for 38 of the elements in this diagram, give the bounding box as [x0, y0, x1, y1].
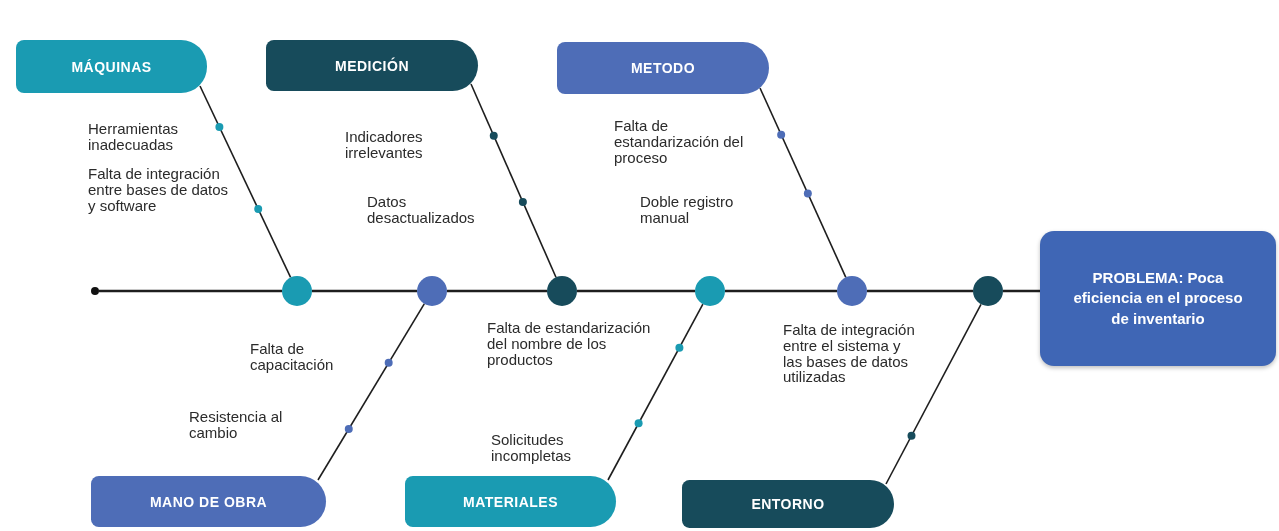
spine-line — [99, 289, 282, 293]
cause-text: Doble registro manual — [640, 194, 735, 226]
cause-text: Falta de estandarización del nombre de los productos — [487, 320, 652, 368]
category-band: MATERIALES — [405, 476, 616, 527]
bone-line — [607, 303, 704, 481]
bone-line — [885, 303, 982, 485]
spine-line — [447, 289, 547, 293]
cause-text: Falta de integración entre bases de datos y software — [88, 166, 230, 214]
category-band: MÁQUINAS — [16, 40, 207, 93]
junction-circle — [547, 276, 577, 306]
junction-circle — [837, 276, 867, 306]
spine-line — [577, 289, 695, 293]
junction-circle — [695, 276, 725, 306]
bone-line — [199, 85, 292, 279]
junction-circle — [973, 276, 1003, 306]
spine-end-dot — [91, 287, 99, 295]
spine-line — [867, 289, 973, 293]
spine-line — [1003, 289, 1040, 293]
cause-text: Herramientas inadecuadas — [88, 121, 180, 153]
category-band: MEDICIÓN — [266, 40, 478, 91]
cause-text: Indicadores irrelevantes — [345, 129, 424, 161]
cause-text: Falta de capacitación — [250, 341, 335, 373]
category-band: ENTORNO — [682, 480, 894, 528]
cause-text: Falta de estandarización del proceso — [614, 118, 744, 166]
spine-line — [312, 289, 417, 293]
cause-text: Solicitudes incompletas — [491, 432, 573, 464]
junction-circle — [417, 276, 447, 306]
bone-line — [470, 83, 557, 279]
cause-text: Resistencia al cambio — [189, 409, 284, 441]
bone-line — [759, 87, 847, 279]
category-band: METODO — [557, 42, 769, 94]
cause-text: Falta de integración entre el sistema y las bases de datos utilizadas — [783, 322, 916, 385]
category-band: MANO DE OBRA — [91, 476, 326, 527]
spine-line — [725, 289, 837, 293]
cause-text: Datos desactualizados — [367, 194, 476, 226]
problem-box: PROBLEMA: Poca eficiencia en el proceso de inventario — [1040, 231, 1276, 366]
junction-circle — [282, 276, 312, 306]
bone-line — [317, 303, 426, 481]
